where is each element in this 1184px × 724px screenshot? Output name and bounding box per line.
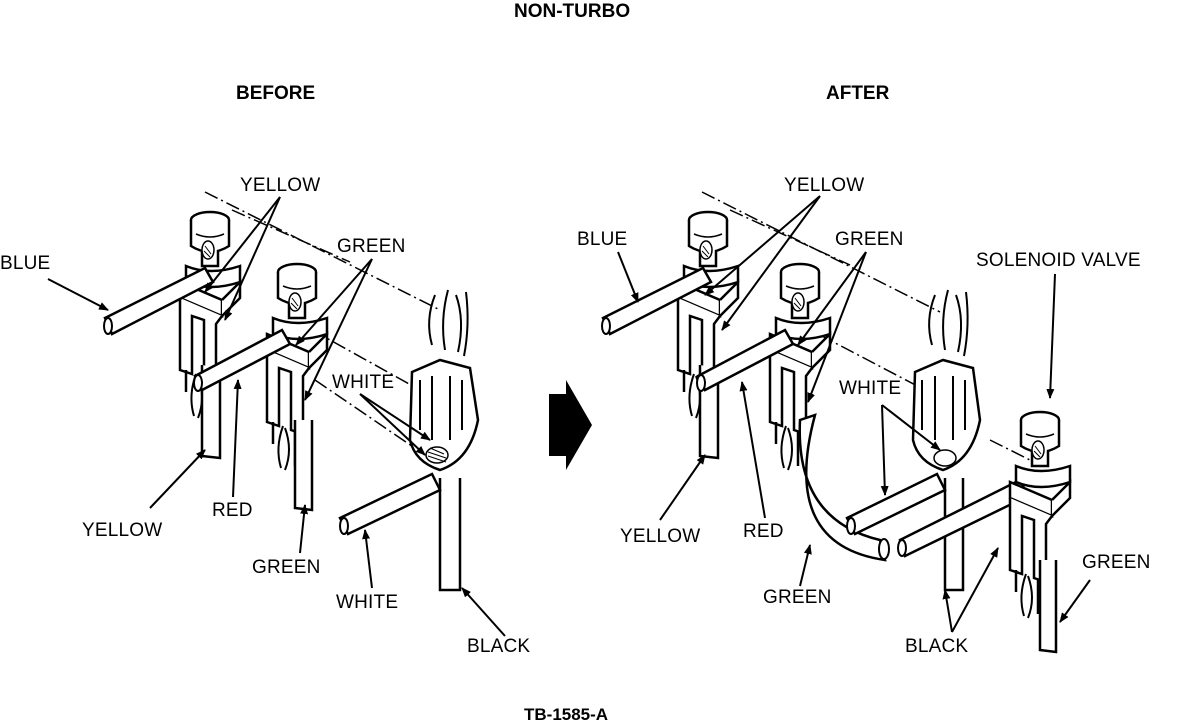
after-assembly	[602, 192, 1090, 652]
after-label-green-right: GREEN	[1082, 552, 1151, 573]
before-label-yellow-bottom: YELLOW	[82, 520, 163, 541]
after-label-green-top: GREEN	[835, 229, 904, 250]
figure-id: TB-1585-A	[524, 705, 609, 724]
after-label-yellow-top: YELLOW	[784, 175, 865, 196]
after-label-black: BLACK	[905, 636, 969, 657]
before-heading: BEFORE	[236, 83, 316, 104]
before-label-green-top: GREEN	[337, 236, 406, 257]
before-label-red: RED	[212, 500, 253, 521]
diagram-title: NON-TURBO	[514, 1, 631, 22]
after-label-solenoid-valve: SOLENOID VALVE	[976, 250, 1141, 271]
after-label-green-bottom: GREEN	[763, 587, 832, 608]
after-label-blue: BLUE	[577, 229, 628, 250]
transition-arrow-icon	[549, 380, 592, 470]
before-assembly	[48, 192, 505, 636]
before-label-green-bottom: GREEN	[252, 557, 321, 578]
after-label-yellow-bottom: YELLOW	[620, 526, 701, 547]
before-label-black: BLACK	[467, 636, 531, 657]
before-label-yellow-top: YELLOW	[240, 175, 321, 196]
after-heading: AFTER	[826, 83, 890, 104]
before-label-white-top: WHITE	[332, 372, 395, 393]
before-label-blue: BLUE	[0, 253, 51, 274]
after-label-red: RED	[743, 521, 784, 542]
before-label-white-bottom: WHITE	[336, 592, 399, 613]
after-label-white: WHITE	[839, 378, 902, 399]
